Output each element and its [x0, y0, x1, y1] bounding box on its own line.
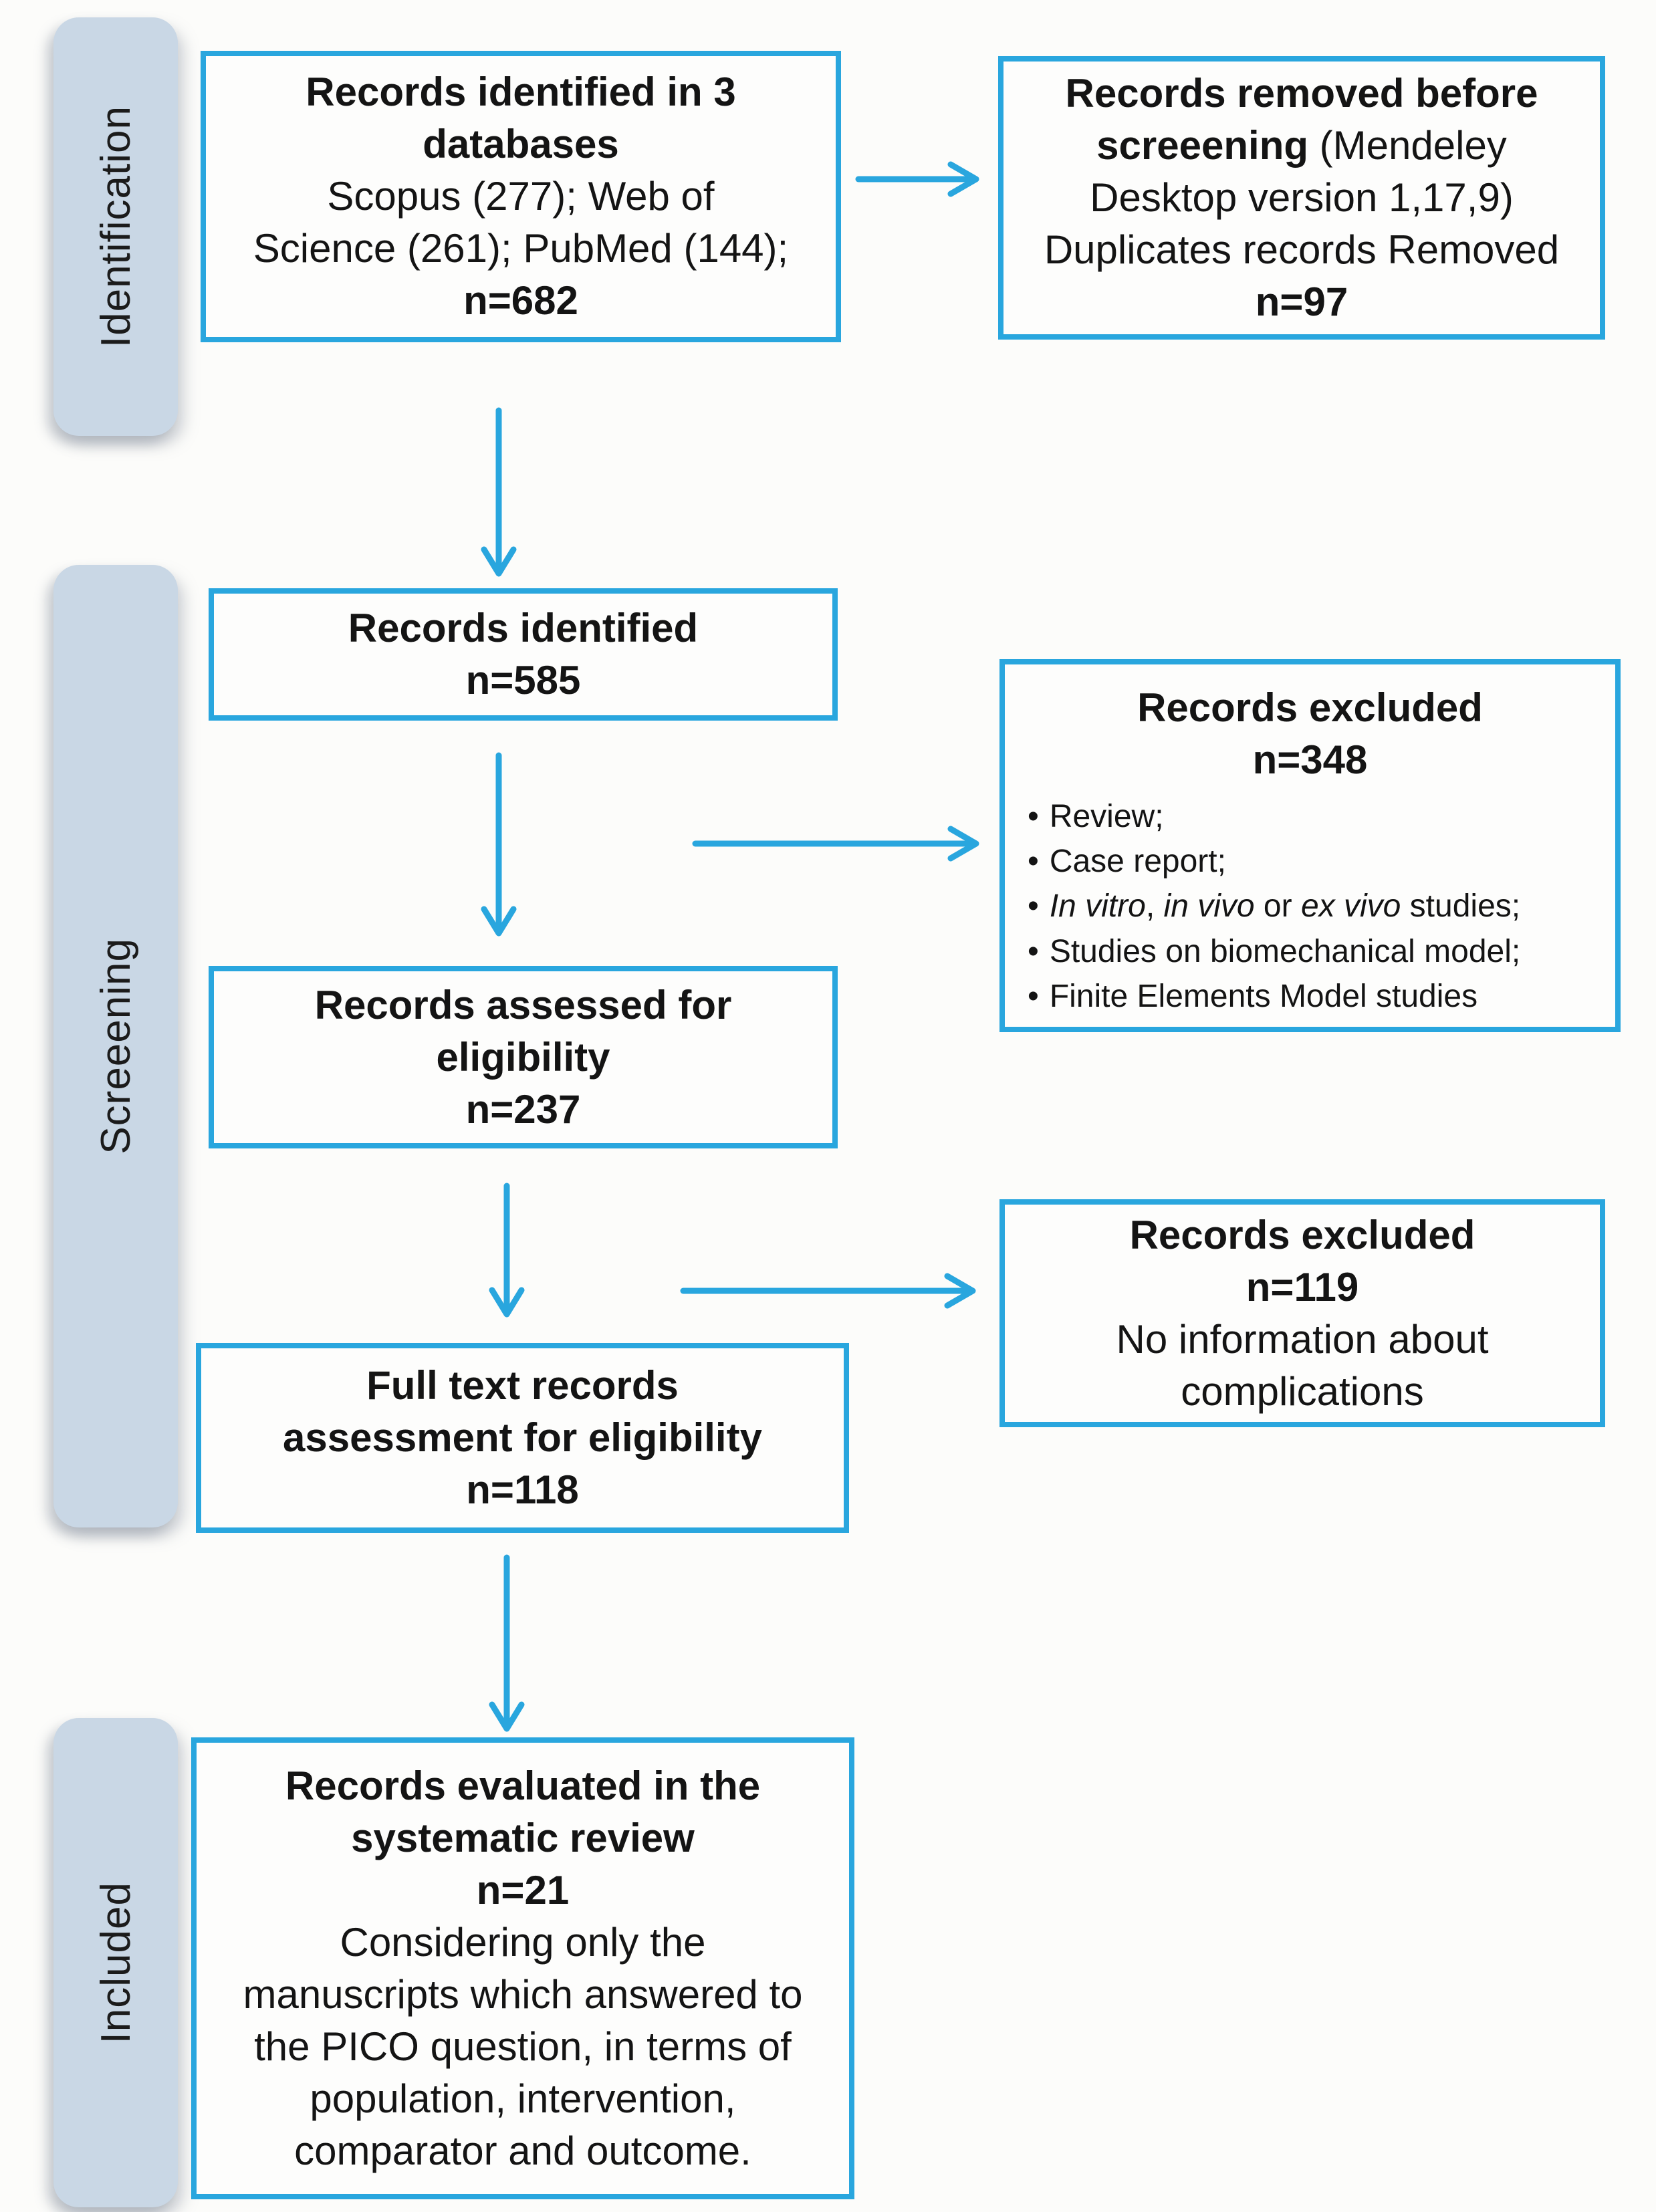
- box-title: Full text records assessment for eligibi…: [283, 1363, 762, 1460]
- bullet-icon: •: [1028, 978, 1039, 1014]
- bullet-icon: •: [1028, 933, 1039, 969]
- arrow-fulltext-to-evaluated: [489, 1554, 525, 1732]
- box-records-removed-before-screening: Records removed before screeening (Mende…: [998, 56, 1605, 340]
- excluded-reason-text: Review;: [1049, 799, 1164, 834]
- excluded-reason-text: In vitro, in vivo or ex vivo studies;: [1049, 888, 1521, 925]
- arrow-identified-to-assessed: [481, 752, 517, 937]
- arrow-identified-db-to-identified: [481, 407, 517, 577]
- box-count: n=237: [465, 1086, 581, 1132]
- box-records-evaluated: Records evaluated in the systematic revi…: [191, 1737, 854, 2199]
- box-count: n=585: [465, 658, 581, 703]
- bullet-icon: •: [1028, 844, 1039, 880]
- stage-band-included: Included: [53, 1718, 178, 2207]
- excluded-reason-item: • Finite Elements Model studies: [1028, 974, 1602, 1019]
- excluded-reason-text: Case report;: [1049, 844, 1226, 880]
- box-records-excluded-fulltext: Records excluded n=119 No information ab…: [999, 1199, 1605, 1427]
- box-count: n=118: [466, 1467, 579, 1512]
- arrow-identified-db-to-removed: [855, 161, 979, 197]
- box-count: n=97: [1255, 279, 1348, 324]
- box-count: n=682: [463, 278, 578, 323]
- box-records-assessed: Records assessed for eligibility n=237: [209, 966, 838, 1148]
- bullet-icon: •: [1028, 799, 1039, 834]
- box-title: Records identified in 3 databases: [306, 70, 736, 166]
- box-title: Records evaluated in the systematic revi…: [285, 1763, 761, 1860]
- stage-label-included: Included: [92, 1881, 139, 2044]
- excluded-reason-item: • Case report;: [1028, 839, 1602, 884]
- excluded-reason-item: • Studies on biomechanical model;: [1028, 929, 1602, 974]
- bullet-icon: •: [1028, 888, 1039, 925]
- box-records-identified: Records identified n=585: [209, 588, 838, 721]
- stage-band-screening: Screeening: [53, 565, 178, 1527]
- box-title-inline: Records removed before screeening: [1065, 71, 1538, 168]
- arrow-assessed-to-excluded-119: [680, 1273, 976, 1309]
- box-detail: Scopus (277); Web of Science (261); PubM…: [253, 174, 789, 271]
- excluded-reason-text: Studies on biomechanical model;: [1049, 933, 1521, 969]
- stage-label-identification: Identification: [92, 105, 139, 348]
- box-detail: Considering only the manuscripts which a…: [243, 1919, 803, 2173]
- stage-band-identification: Identification: [53, 17, 178, 436]
- arrow-identified-to-excluded-348: [692, 826, 979, 862]
- excluded-reason-item: • Review;: [1028, 794, 1602, 839]
- box-title: Records excluded: [1137, 685, 1483, 730]
- box-title: Records excluded: [1129, 1212, 1475, 1257]
- box-title: Records identified: [348, 606, 699, 650]
- excluded-reason-item: • In vitro, in vivo or ex vivo studies;: [1028, 884, 1602, 929]
- box-fulltext-assessment: Full text records assessment for eligibi…: [196, 1343, 849, 1533]
- box-text: Records removed before screeening (Mende…: [1044, 68, 1559, 276]
- box-records-excluded-screening: Records excluded n=348 • Review; • Case re…: [999, 659, 1621, 1032]
- excluded-reasons-list: • Review; • Case report; • In vitro, in viv…: [1018, 794, 1602, 1019]
- box-count: n=21: [476, 1867, 570, 1913]
- stage-label-screening: Screeening: [92, 938, 139, 1154]
- box-records-identified-databases: Records identified in 3 databases Scopus…: [201, 51, 841, 342]
- box-detail: No information about complications: [1116, 1316, 1489, 1414]
- box-detail-inline: (Mendeley Desktop version 1,17,9) Duplic…: [1044, 123, 1560, 272]
- box-title: Records assessed for eligibility: [314, 982, 732, 1080]
- excluded-reason-text: Finite Elements Model studies: [1049, 978, 1478, 1014]
- arrow-assessed-to-fulltext: [489, 1183, 525, 1318]
- box-count: n=119: [1246, 1264, 1359, 1310]
- box-count: n=348: [1252, 737, 1368, 782]
